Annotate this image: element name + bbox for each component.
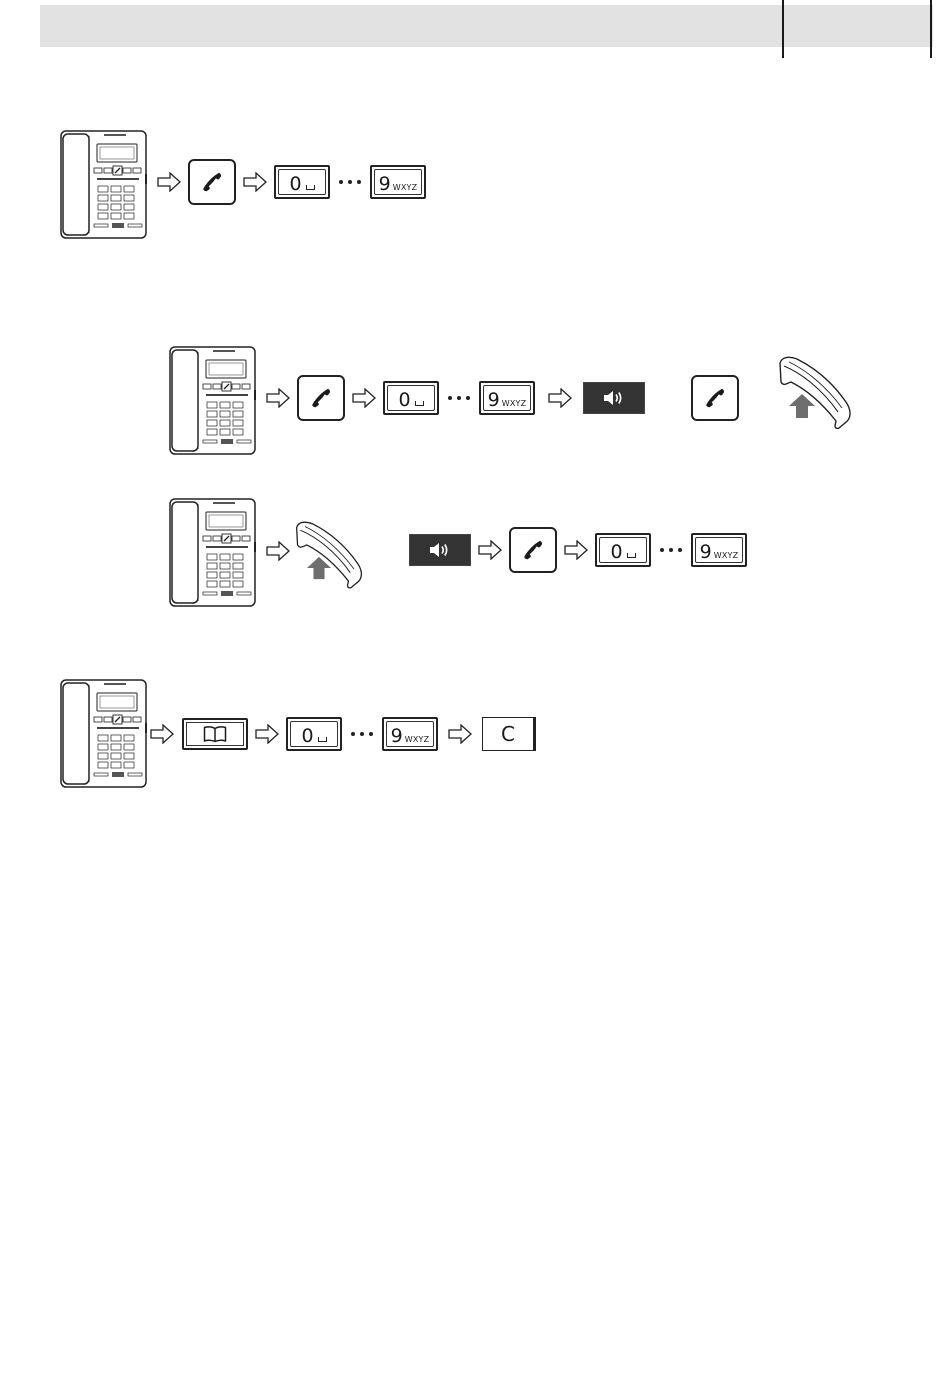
clear-key: C [482,717,536,751]
phonebook-key [182,718,248,750]
key-0-digit: 0 [289,172,301,196]
key-9-digit: 9 [379,172,391,196]
ellipsis [351,732,373,736]
phone-handset-icon [199,169,225,195]
phone-handset-icon [520,537,546,563]
lift-up-arrow-icon [306,556,332,580]
key-0: 0 [286,717,342,751]
talk-key [691,375,739,421]
desk-phone-illustration [60,679,147,788]
desk-phone-illustration [169,346,256,455]
header-bar [40,5,933,47]
key-0-digit: 0 [610,540,622,564]
arrow-icon [150,724,174,744]
speaker-icon [425,540,455,560]
key-9-letters: WXYZ [393,183,418,192]
desk-phone-illustration [60,130,147,239]
crop-mark [782,0,784,58]
space-glyph-icon [318,737,327,742]
key-9-letters: WXYZ [714,551,739,560]
book-icon [202,725,228,743]
arrow-icon [255,724,279,744]
arrow-icon [448,724,472,744]
arrow-icon [266,388,290,408]
arrow-icon [564,540,588,560]
key-0: 0 [274,165,330,199]
key-9-letters: WXYZ [405,735,430,744]
clear-key-label: C [501,722,515,746]
desk-phone-illustration [169,498,256,607]
key-9-digit: 9 [391,724,403,748]
talk-key [509,527,557,573]
key-0-digit: 0 [301,724,313,748]
arrow-icon [478,540,502,560]
space-glyph-icon [415,401,424,406]
arrow-icon [548,388,572,408]
talk-key [297,375,345,421]
key-0-digit: 0 [398,388,410,412]
crop-mark [930,0,932,58]
ellipsis [448,396,470,400]
space-glyph-icon [306,185,315,190]
key-9-digit: 9 [488,388,500,412]
ellipsis [339,180,361,184]
key-0: 0 [383,381,439,415]
ellipsis [660,548,682,552]
phone-handset-icon [702,385,728,411]
arrow-icon [157,172,181,192]
key-9-digit: 9 [700,540,712,564]
speaker-key [409,534,471,566]
speaker-key [583,382,645,414]
space-glyph-icon [627,553,636,558]
arrow-icon [352,388,376,408]
arrow-icon [266,541,290,561]
key-0: 0 [595,533,651,567]
arrow-icon [243,172,267,192]
talk-key [188,159,236,205]
lift-up-arrow-icon [788,393,816,419]
speaker-icon [599,388,629,408]
phone-handset-icon [308,385,334,411]
key-9-letters: WXYZ [502,399,527,408]
